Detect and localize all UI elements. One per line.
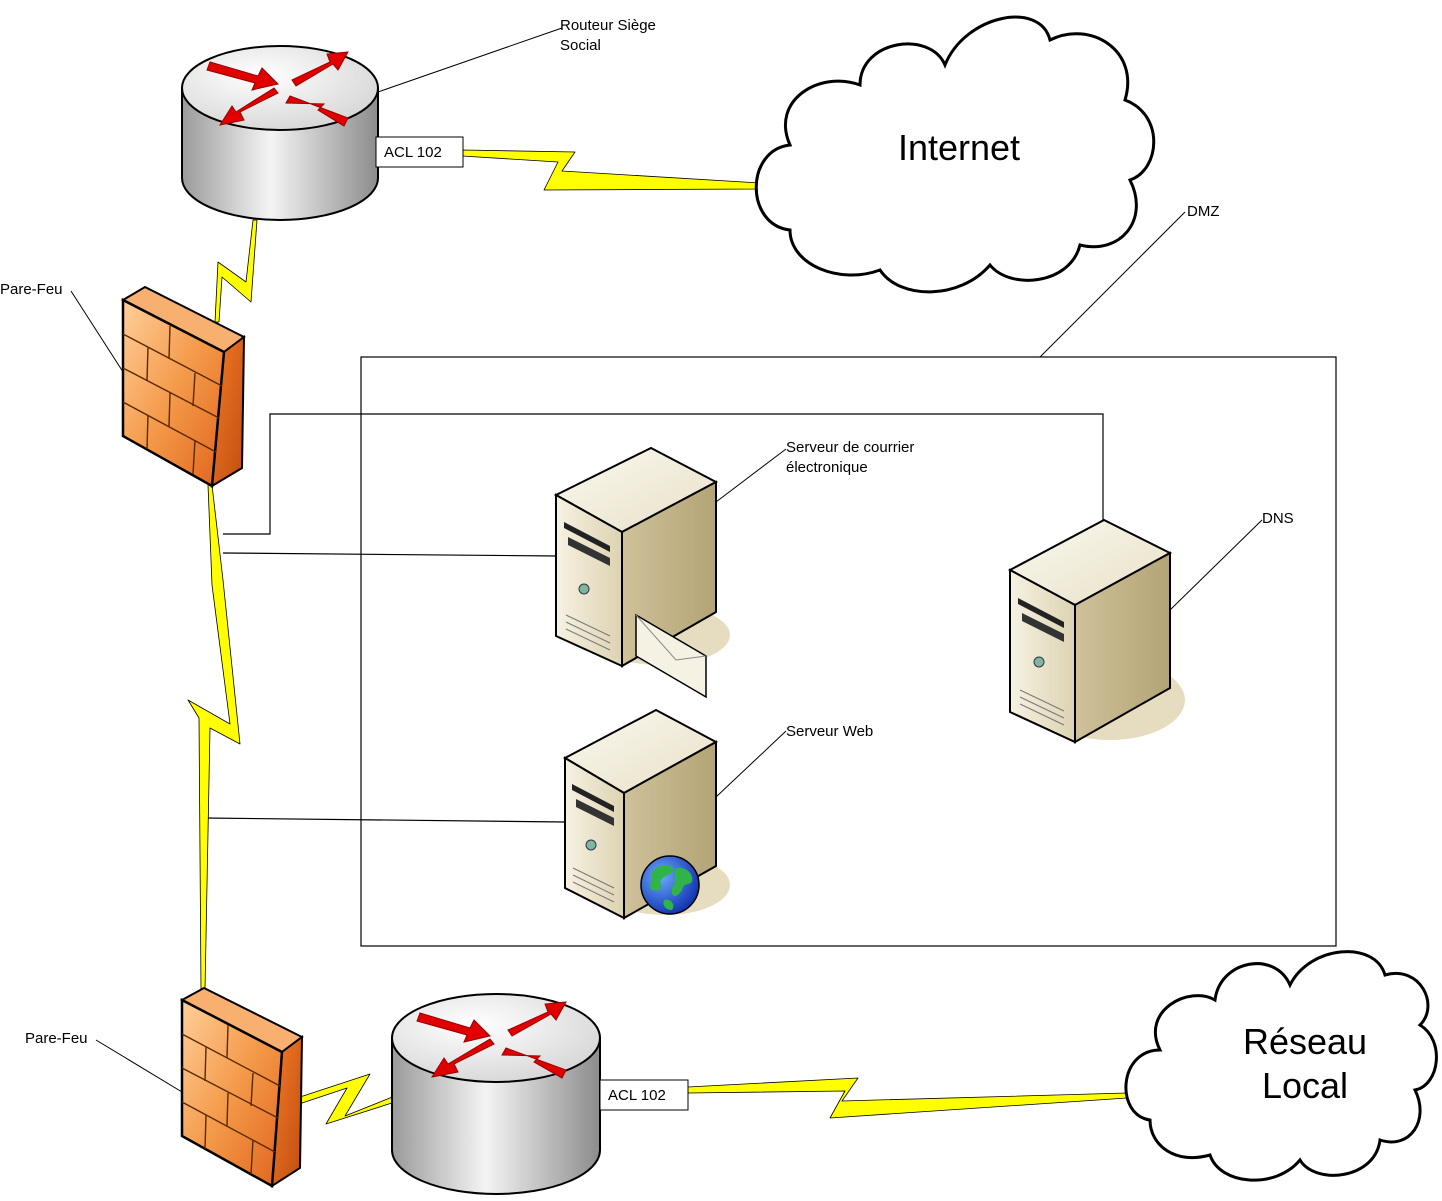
dmz-label: DMZ (1187, 203, 1220, 220)
firewall-bottom-icon (179, 986, 304, 1189)
leader-firewall-top (70, 290, 126, 376)
link-firewall-to-router-bottom (299, 1073, 396, 1125)
leader-firewall-bottom (95, 1039, 183, 1093)
acl-box-top: ACL 102 (375, 136, 464, 168)
acl-box-bottom: ACL 102 (599, 1079, 689, 1111)
mail-server-label-line2: électronique (786, 459, 868, 476)
link-firewall-to-firewall (187, 484, 241, 991)
link-router-to-lan (687, 1077, 1128, 1119)
router-lan-icon (391, 993, 601, 1195)
link-router-to-firewall-top (214, 219, 258, 323)
web-server-icon (562, 708, 730, 920)
router-hq-icon (181, 45, 379, 221)
firewall-bottom-label: Pare-Feu (25, 1030, 88, 1047)
internet-cloud-label: Internet (898, 127, 1020, 168)
internet-cloud: Internet (754, 15, 1156, 294)
lan-cloud-label-line2: Local (1262, 1065, 1348, 1106)
leader-dns (1169, 519, 1263, 611)
firewall-top-label: Pare-Feu (0, 281, 63, 298)
firewall-top-icon (120, 285, 246, 489)
leader-dmz (1039, 211, 1186, 358)
acl-bottom-label: ACL 102 (608, 1087, 666, 1104)
leader-lines (70, 27, 1263, 1093)
leader-web-server (715, 730, 787, 798)
dns-server-icon (1007, 518, 1185, 744)
leader-router-hq (377, 27, 563, 93)
leader-mail-server (715, 448, 787, 503)
globe-icon (640, 855, 700, 915)
wire-firewall-to-web-server (203, 817, 566, 823)
web-server-label: Serveur Web (786, 723, 873, 740)
wire-firewall-to-dns (223, 413, 1104, 535)
lan-cloud: Réseau Local (1124, 950, 1438, 1182)
router-hq-label-line2: Social (560, 37, 601, 54)
wires (203, 413, 1104, 823)
dns-label: DNS (1262, 510, 1294, 527)
wire-firewall-to-mail-server (222, 552, 559, 557)
acl-top-label: ACL 102 (384, 144, 442, 161)
lan-cloud-label-line1: Réseau (1243, 1021, 1367, 1062)
router-hq-label-line1: Routeur Siège (560, 17, 656, 34)
dmz-zone (360, 356, 1337, 947)
mail-server-label-line1: Serveur de courrier (786, 439, 914, 456)
link-router-to-internet (461, 149, 761, 191)
mail-server-icon (553, 446, 730, 699)
